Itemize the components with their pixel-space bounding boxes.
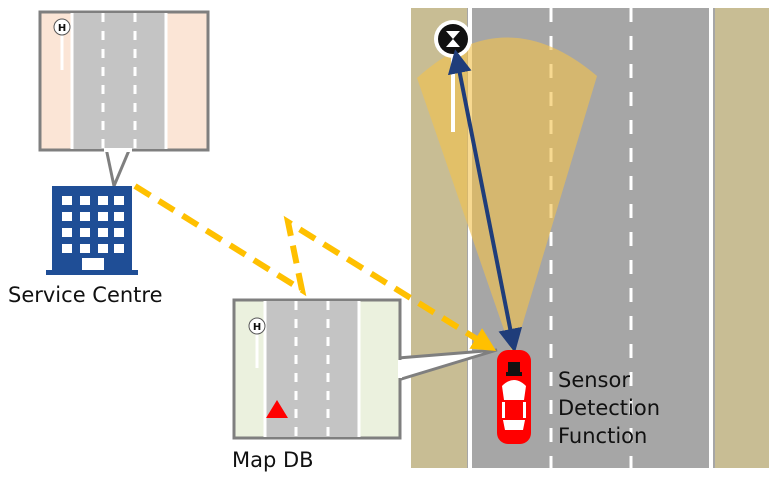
callout-road (72, 13, 166, 149)
sensor-label-line-1: Sensor (558, 368, 630, 392)
right-shoulder (715, 8, 769, 468)
communication-link (133, 183, 497, 352)
callout-pointer (104, 146, 133, 192)
mini-sign-glyph: H (253, 322, 261, 333)
building-icon (46, 186, 138, 275)
map-db-label: Map DB (232, 448, 314, 472)
sensor-label-line-3: Function (558, 424, 648, 448)
mini-sign-glyph: H (58, 23, 66, 34)
vehicle-position-triangle-icon (266, 400, 288, 418)
main-road-view (411, 8, 769, 468)
hourglass-sign-icon (446, 31, 460, 47)
service-centre-label: Service Centre (8, 283, 163, 307)
mini-sign-icon (248, 317, 266, 335)
detection-arrow (447, 49, 523, 353)
sensor-label-line-2: Detection (558, 396, 661, 420)
mini-sign-icon (53, 18, 71, 36)
sensor-unit-icon (508, 362, 520, 372)
map-db-callout: H (232, 298, 498, 440)
sensor-detection-function-label: Sensor Detection Function (558, 366, 660, 450)
service-centre-map-callout: H (38, 10, 210, 192)
car-icon (497, 350, 531, 444)
